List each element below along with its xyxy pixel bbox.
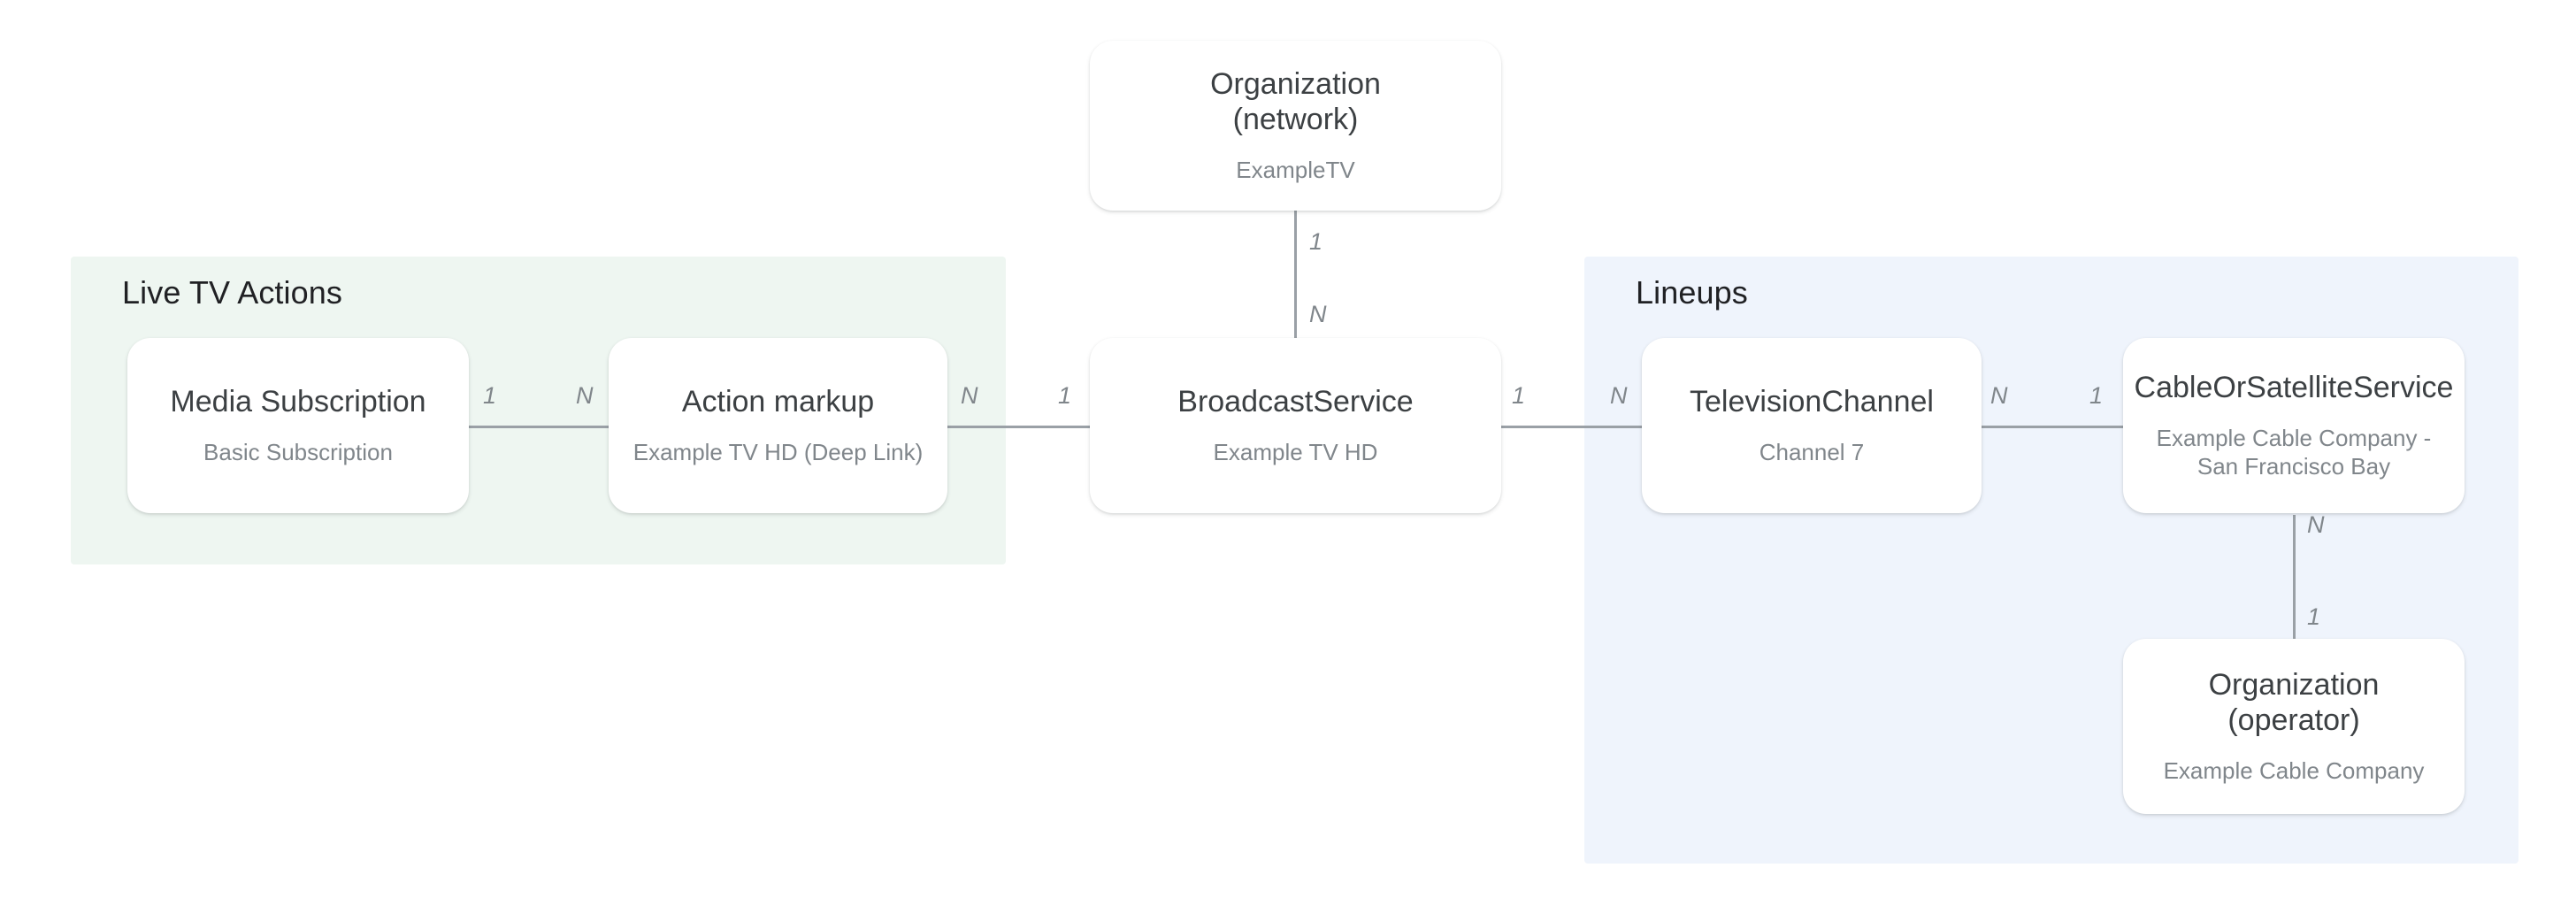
cardinality-organization-operator-up: 1	[2307, 603, 2321, 630]
node-card-organization-operator[interactable]: Organization (operator) Example Cable Co…	[2123, 639, 2465, 814]
connector-organization-network-to-broadcast-service	[1294, 211, 1297, 339]
cardinality-broadcast-service-left: 1	[1058, 382, 1072, 409]
node-subtitle-organization-operator: Example Cable Company	[2163, 757, 2425, 785]
node-title-organization-network: Organization (network)	[1210, 67, 1381, 137]
cardinality-television-channel-right: N	[1990, 382, 2008, 409]
node-subtitle-action-markup: Example TV HD (Deep Link)	[632, 439, 924, 466]
cardinality-television-channel-left: N	[1610, 382, 1628, 409]
node-title-action-markup: Action markup	[681, 385, 875, 419]
cardinality-broadcast-service-right: 1	[1512, 382, 1526, 409]
cardinality-organization-network-down: 1	[1309, 228, 1323, 255]
node-card-broadcast-service[interactable]: BroadcastService Example TV HD	[1090, 338, 1501, 513]
cardinality-broadcast-service-up: N	[1309, 301, 1327, 327]
cardinality-cable-or-satellite-service-down: N	[2307, 511, 2325, 538]
cardinality-cable-or-satellite-service-left: 1	[2089, 382, 2104, 409]
cardinality-media-subscription-right: 1	[483, 382, 497, 409]
cardinality-action-markup-left: N	[576, 382, 594, 409]
group-title-lineups: Lineups	[1636, 274, 1748, 311]
node-subtitle-broadcast-service: Example TV HD	[1213, 439, 1378, 466]
node-subtitle-television-channel: Channel 7	[1759, 439, 1865, 466]
node-title-media-subscription: Media Subscription	[170, 385, 426, 419]
node-title-broadcast-service: BroadcastService	[1177, 385, 1414, 419]
node-card-organization-network[interactable]: Organization (network) ExampleTV	[1090, 41, 1501, 211]
connector-cable-or-satellite-service-to-organization-operator	[2293, 515, 2296, 639]
node-subtitle-media-subscription: Basic Subscription	[203, 439, 393, 466]
node-title-television-channel: TelevisionChannel	[1690, 385, 1934, 419]
connector-action-markup-to-broadcast-service	[947, 426, 1090, 428]
connector-broadcast-service-to-television-channel	[1499, 426, 1644, 428]
node-subtitle-organization-network: ExampleTV	[1236, 157, 1355, 184]
group-title-live-tv-actions: Live TV Actions	[122, 274, 342, 311]
node-title-cable-or-satellite-service: CableOrSatelliteService	[2134, 371, 2454, 405]
connector-television-channel-to-cable-or-satellite-service	[1976, 426, 2125, 428]
node-title-organization-operator: Organization (operator)	[2208, 668, 2380, 738]
node-card-action-markup[interactable]: Action markup Example TV HD (Deep Link)	[609, 338, 947, 513]
node-card-media-subscription[interactable]: Media Subscription Basic Subscription	[127, 338, 469, 513]
node-card-television-channel[interactable]: TelevisionChannel Channel 7	[1642, 338, 1982, 513]
connector-media-subscription-to-action-markup	[467, 426, 609, 428]
node-subtitle-cable-or-satellite-service: Example Cable Company - San Francisco Ba…	[2156, 425, 2432, 480]
node-card-cable-or-satellite-service[interactable]: CableOrSatelliteService Example Cable Co…	[2123, 338, 2465, 513]
cardinality-action-markup-right: N	[961, 382, 978, 409]
